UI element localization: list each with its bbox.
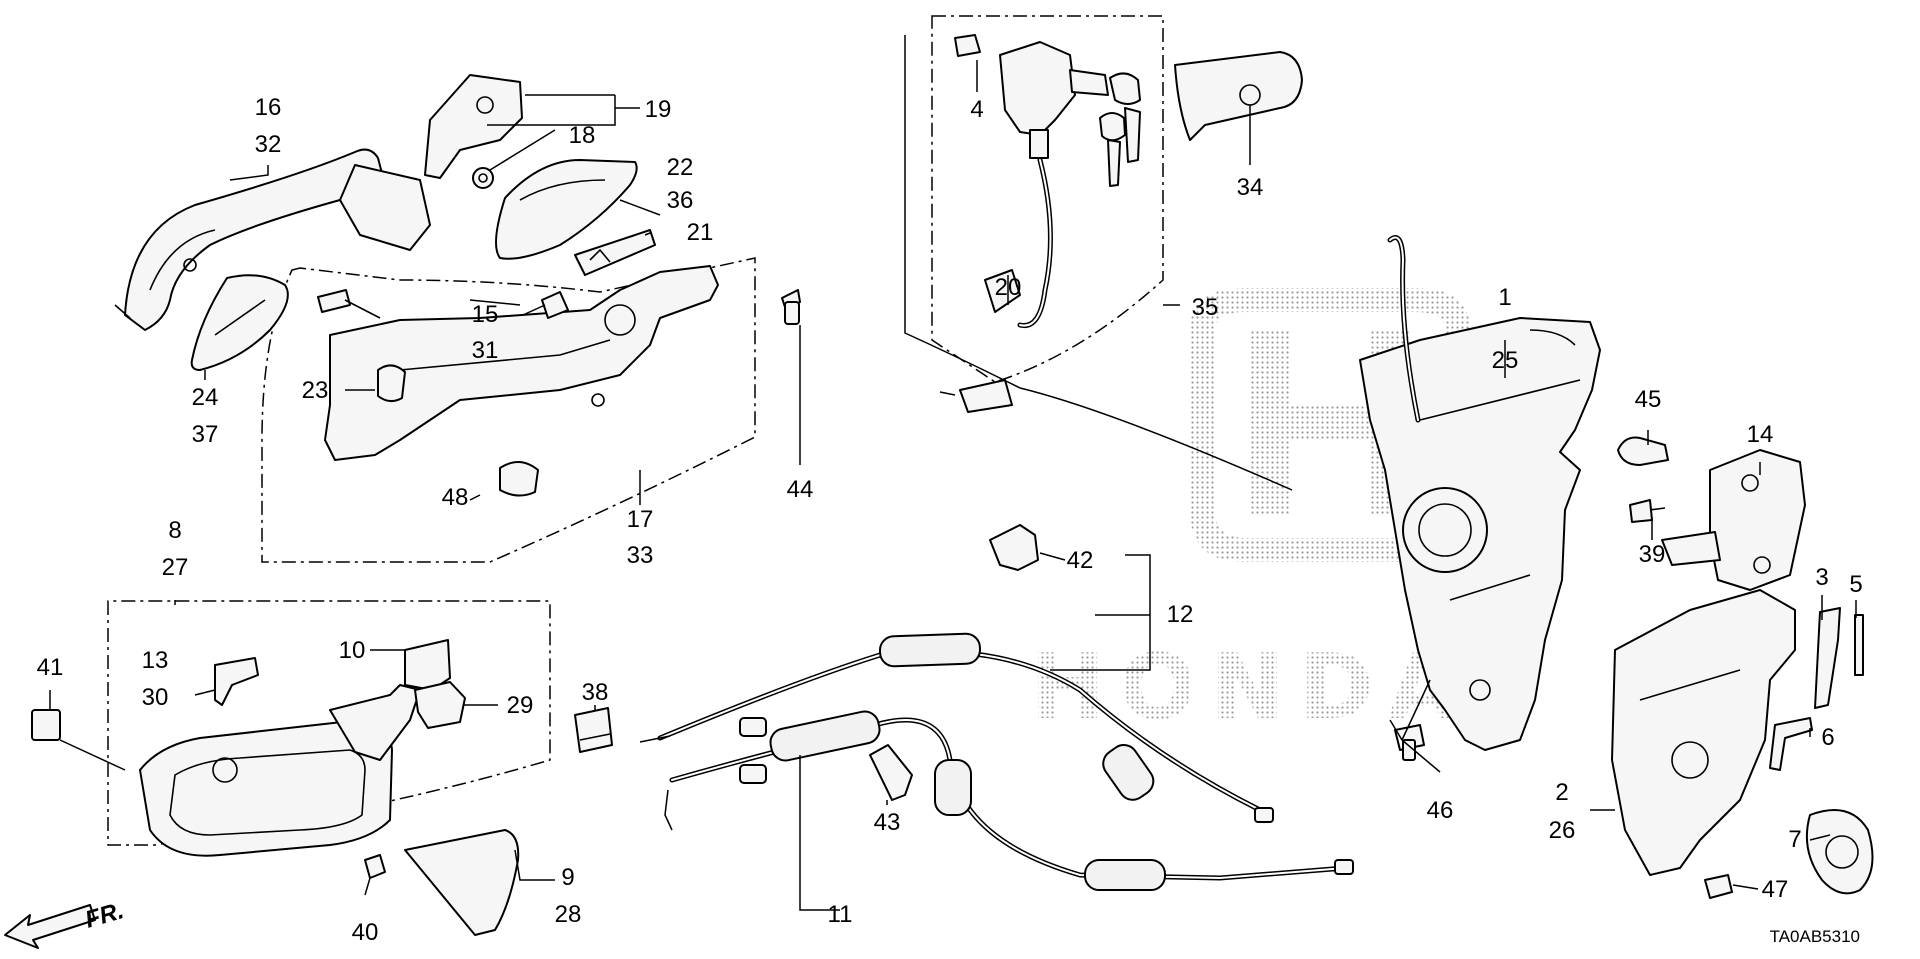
outer-handle-frame bbox=[324, 265, 719, 461]
latch-screw bbox=[1394, 724, 1425, 761]
diagram-code: TA0AB5310 bbox=[1770, 927, 1860, 946]
inner-handle-clip-41 bbox=[31, 709, 61, 741]
callout-1: 1 bbox=[1498, 284, 1511, 311]
cover-clip-5 bbox=[1854, 614, 1864, 676]
frame-bolt bbox=[317, 289, 381, 319]
callout-30: 30 bbox=[142, 684, 169, 711]
cylinder-rod-holder bbox=[984, 269, 1021, 313]
callout-45: 45 bbox=[1635, 386, 1662, 413]
door-latch-assembly bbox=[1359, 317, 1601, 751]
callout-41: 41 bbox=[37, 654, 64, 681]
wire-connector bbox=[574, 707, 613, 753]
striker-bolt bbox=[1617, 436, 1669, 466]
inner-handle-clip-10 bbox=[404, 639, 451, 691]
inner-handle-screw bbox=[364, 854, 386, 879]
front-direction-arrow bbox=[4, 904, 96, 949]
callout-7: 7 bbox=[1788, 826, 1801, 853]
cover-clip-3 bbox=[1814, 607, 1841, 709]
callout-28: 28 bbox=[555, 901, 582, 928]
callout-16: 16 bbox=[255, 94, 282, 121]
callout-23: 23 bbox=[302, 377, 329, 404]
key-illustration bbox=[1099, 72, 1141, 187]
front-direction-label: FR. bbox=[82, 897, 127, 934]
callout-6: 6 bbox=[1821, 724, 1834, 751]
striker-screw bbox=[1629, 499, 1666, 523]
outer-handle-base-gasket bbox=[190, 274, 289, 371]
frame-grommet bbox=[499, 461, 539, 497]
latch-cover bbox=[1611, 589, 1796, 876]
honda-watermark-text: HONDA bbox=[1030, 635, 1472, 740]
callout-31: 31 bbox=[472, 337, 499, 364]
callout-8: 8 bbox=[168, 517, 181, 544]
callout-19: 19 bbox=[645, 96, 672, 123]
handle-spring-clip bbox=[574, 229, 656, 276]
handle-seal bbox=[495, 159, 638, 260]
callout-26: 26 bbox=[1549, 817, 1576, 844]
cylinder-cap bbox=[1174, 51, 1303, 141]
cable-clip-42 bbox=[989, 524, 1039, 571]
cover-clip-6 bbox=[1769, 717, 1813, 771]
callout-21: 21 bbox=[687, 219, 714, 246]
frame-clip bbox=[541, 291, 569, 319]
callout-42: 42 bbox=[1067, 547, 1094, 574]
callout-35: 35 bbox=[1192, 294, 1219, 321]
leader-lines bbox=[49, 60, 1857, 911]
inner-handle-clip-13 bbox=[214, 657, 259, 706]
callout-37: 37 bbox=[192, 421, 219, 448]
key-cylinder-assembly bbox=[939, 41, 1109, 413]
inner-handle-cover bbox=[404, 829, 520, 936]
callout-24: 24 bbox=[192, 384, 219, 411]
callout-11: 11 bbox=[828, 901, 853, 928]
callout-10: 10 bbox=[339, 637, 366, 664]
cover-ring bbox=[1805, 809, 1874, 895]
latch-rod bbox=[1387, 235, 1421, 423]
callout-12: 12 bbox=[1167, 601, 1194, 628]
callout-36: 36 bbox=[667, 187, 694, 214]
outer-handle-cover bbox=[114, 148, 431, 331]
callout-13: 13 bbox=[142, 647, 169, 674]
callout-48: 48 bbox=[442, 484, 469, 511]
callout-20: 20 bbox=[995, 274, 1022, 301]
callout-33: 33 bbox=[627, 542, 654, 569]
callout-44: 44 bbox=[787, 476, 814, 503]
cable-clip-43 bbox=[869, 744, 913, 801]
callout-4: 4 bbox=[970, 96, 983, 123]
callout-22: 22 bbox=[667, 154, 694, 181]
handle-washer bbox=[472, 167, 494, 189]
callout-18: 18 bbox=[569, 122, 596, 149]
callout-3: 3 bbox=[1815, 564, 1828, 591]
inner-handle-assembly bbox=[139, 684, 421, 857]
cylinder-screw bbox=[954, 34, 981, 57]
callout-32: 32 bbox=[255, 131, 282, 158]
callout-17: 17 bbox=[627, 506, 654, 533]
callout-38: 38 bbox=[582, 679, 609, 706]
callout-39: 39 bbox=[1639, 541, 1666, 568]
frame-nut bbox=[377, 364, 406, 402]
callout-27: 27 bbox=[162, 554, 189, 581]
inner-handle-clip-29 bbox=[414, 681, 466, 729]
callout-9: 9 bbox=[561, 864, 574, 891]
callout-43: 43 bbox=[874, 809, 901, 836]
callout-40: 40 bbox=[352, 919, 379, 946]
callout-25: 25 bbox=[1492, 347, 1519, 374]
callout-29: 29 bbox=[507, 692, 534, 719]
door-striker bbox=[1661, 449, 1806, 591]
door-cables bbox=[639, 632, 1354, 891]
callout-labels: 16 32 19 18 22 36 21 24 37 15 31 23 48 1… bbox=[37, 94, 1863, 946]
cover-screw bbox=[1704, 874, 1733, 899]
callout-15: 15 bbox=[472, 301, 499, 328]
callout-46: 46 bbox=[1427, 797, 1454, 824]
callout-34: 34 bbox=[1237, 174, 1264, 201]
handle-screw bbox=[781, 289, 801, 325]
callout-2: 2 bbox=[1555, 779, 1568, 806]
callout-5: 5 bbox=[1849, 571, 1862, 598]
handle-protector bbox=[424, 74, 523, 179]
callout-14: 14 bbox=[1747, 421, 1774, 448]
callout-47: 47 bbox=[1762, 876, 1789, 903]
